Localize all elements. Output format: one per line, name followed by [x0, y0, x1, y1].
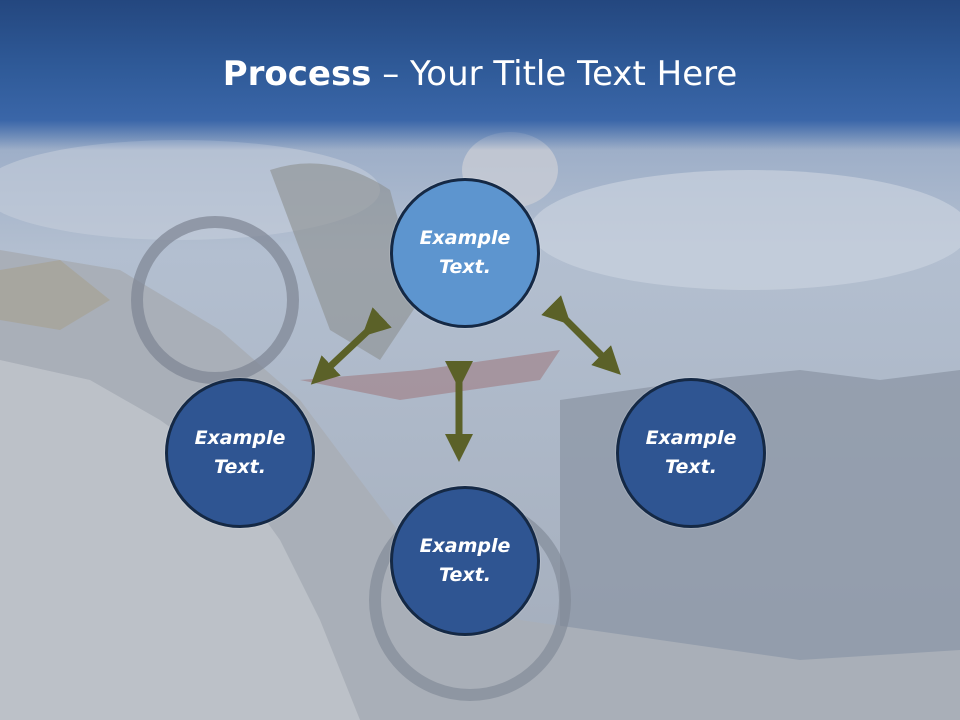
- node-bottom-text: Example Text.: [419, 535, 511, 586]
- arrow-top-left: [310, 307, 392, 385]
- process-node-left[interactable]: Example Text.: [165, 378, 315, 528]
- node-right-text: Example Text.: [645, 427, 737, 478]
- process-node-bottom[interactable]: Example Text.: [390, 486, 540, 636]
- title-rest: – Your Title Text Here: [371, 54, 738, 94]
- node-top-text: Example Text.: [419, 227, 511, 278]
- title-bar: [0, 0, 960, 150]
- process-node-right[interactable]: Example Text.: [616, 378, 766, 528]
- title-bold: Process: [222, 54, 372, 94]
- arrow-top-right: [541, 295, 621, 375]
- node-left-text: Example Text.: [194, 427, 286, 478]
- process-node-top[interactable]: Example Text.: [390, 178, 540, 328]
- slide-title: Process – Your Title Text Here: [0, 52, 960, 96]
